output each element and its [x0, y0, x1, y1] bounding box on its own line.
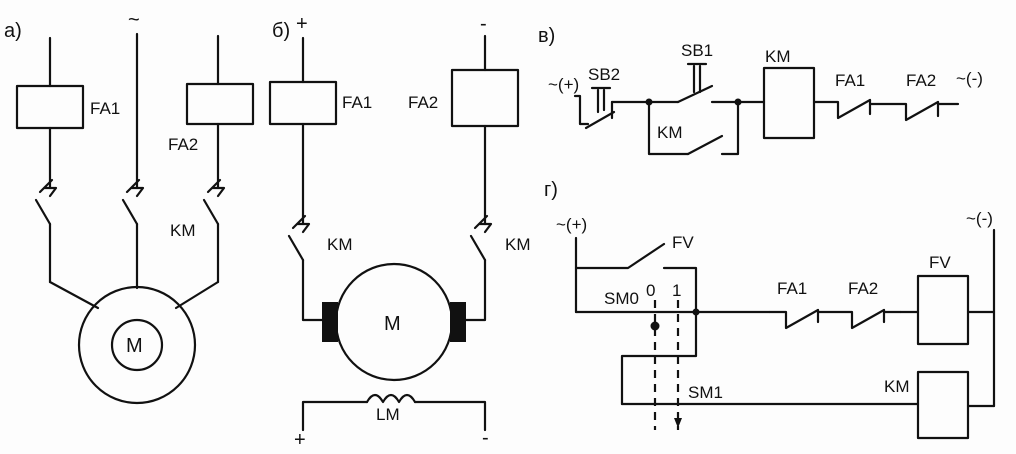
minus-bottom-label: - — [482, 427, 489, 449]
pos1-label: 1 — [672, 281, 681, 300]
fa1-label-v: FA1 — [835, 71, 865, 90]
phase-lead-right — [174, 280, 220, 310]
tilde-label: ~ — [128, 9, 140, 31]
motor-label-b: M — [384, 313, 401, 335]
contact-mark-b-left — [291, 214, 311, 234]
panel-b: б) + - FA1 KM FA2 KM M LM + - — [268, 13, 531, 451]
fa1-label-g: FA1 — [777, 279, 807, 298]
fa1-coil — [15, 84, 85, 130]
panel-g-label: г) — [544, 179, 558, 201]
fa1-contact-v — [812, 98, 872, 120]
armature-lead-right — [464, 258, 487, 322]
fa2-coil — [185, 82, 255, 126]
km-coil-v — [762, 66, 816, 140]
sm1-arrow — [674, 418, 682, 428]
fa2-label-v: FA2 — [906, 71, 936, 90]
plus-top-label: + — [296, 13, 308, 35]
brush-right — [450, 302, 466, 342]
fa2-contact-g — [816, 308, 886, 330]
sb1-blade — [676, 84, 714, 104]
fv-coil-label: FV — [929, 253, 951, 272]
fv-coil-g — [916, 274, 970, 346]
fa2-label-b: FA2 — [408, 93, 438, 112]
left-supply-g: ~(+) — [556, 215, 587, 234]
motor-stator — [77, 285, 197, 405]
panel-a: а) FA1 ~ FA2 KM M — [4, 9, 255, 405]
pos0-label: 0 — [646, 281, 655, 300]
fa1-contact-g — [768, 308, 820, 330]
fv-contact-out — [662, 266, 698, 312]
fa1-coil-b — [268, 80, 338, 126]
contact-blade-right — [202, 198, 220, 226]
sm1-lead-top — [620, 310, 698, 406]
fa1-label-b: FA1 — [342, 93, 372, 112]
brush-left — [322, 302, 338, 342]
right-supply-g: ~(-) — [966, 209, 993, 228]
sm1-label: SM1 — [688, 383, 723, 402]
field-label: LM — [376, 405, 400, 424]
sb2-label: SB2 — [588, 65, 620, 84]
fa1-label: FA1 — [90, 99, 120, 118]
contact-blade-b-left — [287, 234, 305, 262]
minus-top-label: - — [480, 13, 487, 35]
fa2-label-g: FA2 — [848, 279, 878, 298]
fv-contact-label: FV — [672, 233, 694, 252]
panel-a-label: а) — [4, 20, 22, 42]
km-label-a: KM — [170, 221, 196, 240]
km-contact-label-v: KM — [657, 123, 683, 142]
panel-g: г) ~(+) ~(-) FV SM0 0 1 FA1 FA2 FV — [544, 179, 996, 440]
fv-contact-g — [574, 242, 666, 270]
field-lead-right — [413, 400, 487, 432]
km-hold-blade — [686, 134, 724, 156]
field-lead-left — [301, 400, 369, 432]
panel-b-label: б) — [272, 20, 290, 42]
sb2-lead — [573, 94, 590, 126]
field-winding — [365, 393, 417, 404]
km-left-label-b: KM — [327, 235, 353, 254]
right-supply-v: ~(-) — [956, 69, 983, 88]
panel-v-label: в) — [538, 25, 555, 47]
contact-blade-left — [34, 198, 52, 226]
km-coil-label-g: KM — [884, 377, 910, 396]
phase-lead-left — [48, 280, 100, 310]
sb1-label: SB1 — [681, 41, 713, 60]
fa2-contact-v — [868, 100, 940, 122]
motor-label-a: M — [126, 335, 143, 357]
contact-mark-left — [38, 178, 58, 198]
motor-rotor — [110, 318, 164, 372]
contact-mark-right — [206, 178, 226, 198]
contact-mark-b-right — [473, 214, 493, 234]
km-hold-lead-right — [720, 100, 740, 156]
km-hold-lead-left — [647, 100, 690, 156]
left-supply-v: ~(+) — [548, 75, 579, 94]
sm0-label: SM0 — [604, 289, 639, 308]
contact-blade-b-right — [469, 234, 487, 262]
contact-mark-mid — [125, 178, 145, 198]
contact-blade-mid — [121, 198, 139, 226]
armature-lead-left — [301, 258, 326, 322]
plus-bottom-label: + — [294, 429, 306, 451]
km-coil-g — [916, 370, 970, 440]
panel-v: в) ~(+) ~(-) SB2 SB1 KM KM FA1 — [538, 25, 983, 156]
fa2-label: FA2 — [168, 135, 198, 154]
km-coil-label-v: KM — [765, 47, 791, 66]
km-right-label-b: KM — [505, 235, 531, 254]
sm0-dot — [650, 321, 660, 331]
sb2-blade — [584, 110, 616, 130]
fa2-coil-b — [450, 68, 520, 128]
